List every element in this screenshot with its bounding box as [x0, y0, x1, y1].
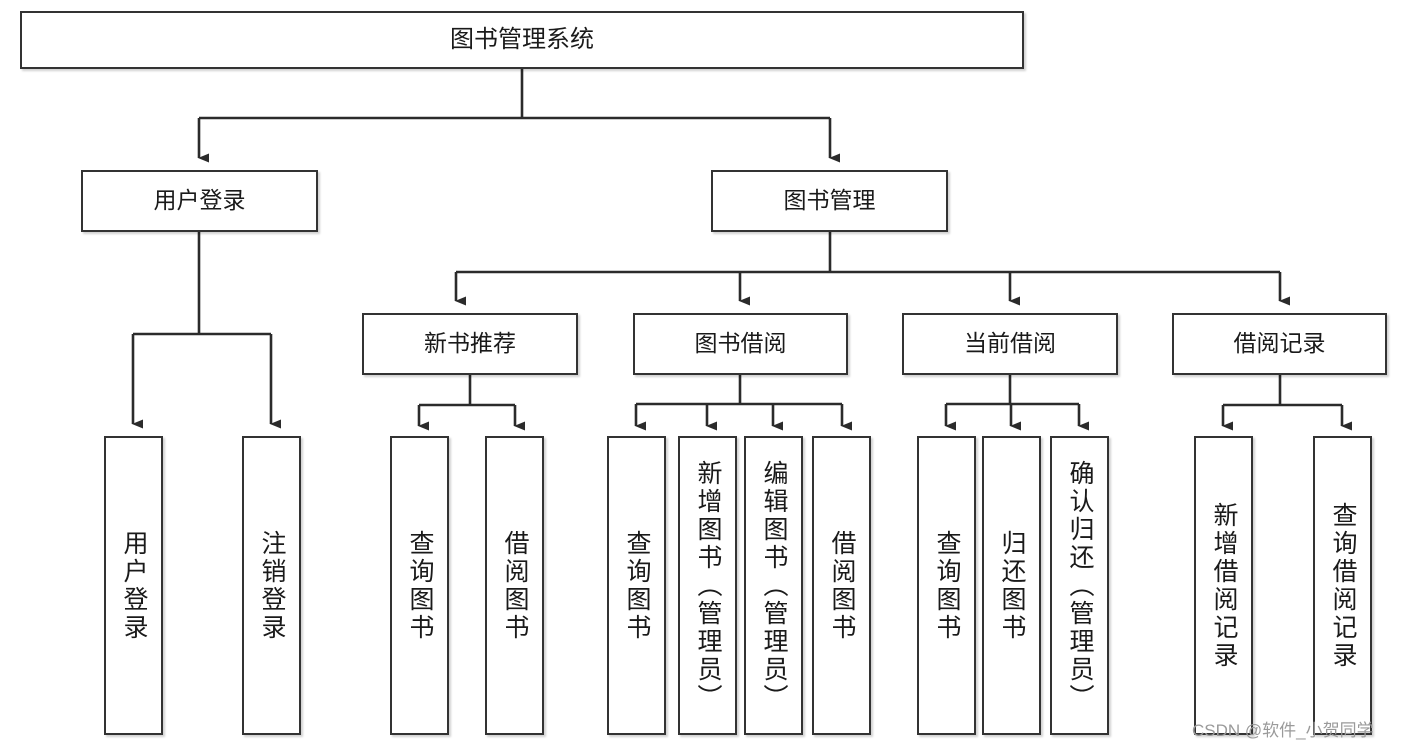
node-leaf-add-record-label: 新增借阅记录 [1210, 501, 1238, 670]
watermark: CSDN @软件_小贺同学 [1192, 721, 1374, 740]
node-book-manage[interactable]: 图书管理 [711, 170, 948, 232]
node-leaf-confirm-return[interactable]: 确认归还（管理员） [1050, 436, 1109, 735]
node-leaf-confirm-return-label: 确认归还（管理员） [1066, 459, 1094, 712]
node-root[interactable]: 图书管理系统 [20, 11, 1024, 69]
node-current-borrow-label: 当前借阅 [964, 330, 1056, 357]
node-leaf-query-record[interactable]: 查询借阅记录 [1313, 436, 1372, 735]
node-leaf-query-book-2-label: 查询图书 [623, 529, 651, 642]
node-leaf-user-login-label: 用户登录 [120, 529, 148, 642]
node-leaf-return-book-label: 归还图书 [998, 529, 1026, 642]
node-leaf-edit-book-label: 编辑图书（管理员） [760, 459, 788, 712]
node-leaf-add-book[interactable]: 新增图书（管理员） [678, 436, 737, 735]
node-leaf-query-book-1[interactable]: 查询图书 [390, 436, 449, 735]
node-borrow-record[interactable]: 借阅记录 [1172, 313, 1387, 375]
node-leaf-add-book-label: 新增图书（管理员） [694, 459, 722, 712]
node-current-borrow[interactable]: 当前借阅 [902, 313, 1118, 375]
node-leaf-edit-book[interactable]: 编辑图书（管理员） [744, 436, 803, 735]
node-borrow-record-label: 借阅记录 [1233, 330, 1326, 357]
node-new-book-rec[interactable]: 新书推荐 [362, 313, 578, 375]
node-book-borrow-label: 图书借阅 [694, 330, 787, 357]
node-book-borrow[interactable]: 图书借阅 [633, 313, 848, 375]
node-leaf-borrow-book-1-label: 借阅图书 [501, 529, 529, 642]
node-root-label: 图书管理系统 [450, 25, 594, 53]
node-leaf-borrow-book-2-label: 借阅图书 [828, 529, 856, 642]
node-leaf-return-book[interactable]: 归还图书 [982, 436, 1041, 735]
node-leaf-logout-login-label: 注销登录 [258, 529, 286, 642]
node-leaf-query-book-1-label: 查询图书 [406, 529, 434, 642]
node-leaf-user-login[interactable]: 用户登录 [104, 436, 163, 735]
node-user-login-label: 用户登录 [153, 187, 246, 214]
node-leaf-query-book-3-label: 查询图书 [933, 529, 961, 642]
node-leaf-add-record[interactable]: 新增借阅记录 [1194, 436, 1253, 735]
node-book-manage-label: 图书管理 [783, 187, 876, 214]
node-leaf-borrow-book-1[interactable]: 借阅图书 [485, 436, 544, 735]
node-leaf-query-book-3[interactable]: 查询图书 [917, 436, 976, 735]
node-user-login[interactable]: 用户登录 [81, 170, 318, 232]
node-leaf-borrow-book-2[interactable]: 借阅图书 [812, 436, 871, 735]
node-leaf-query-book-2[interactable]: 查询图书 [607, 436, 666, 735]
node-leaf-query-record-label: 查询借阅记录 [1329, 501, 1357, 670]
node-leaf-logout-login[interactable]: 注销登录 [242, 436, 301, 735]
node-new-book-rec-label: 新书推荐 [424, 330, 516, 357]
